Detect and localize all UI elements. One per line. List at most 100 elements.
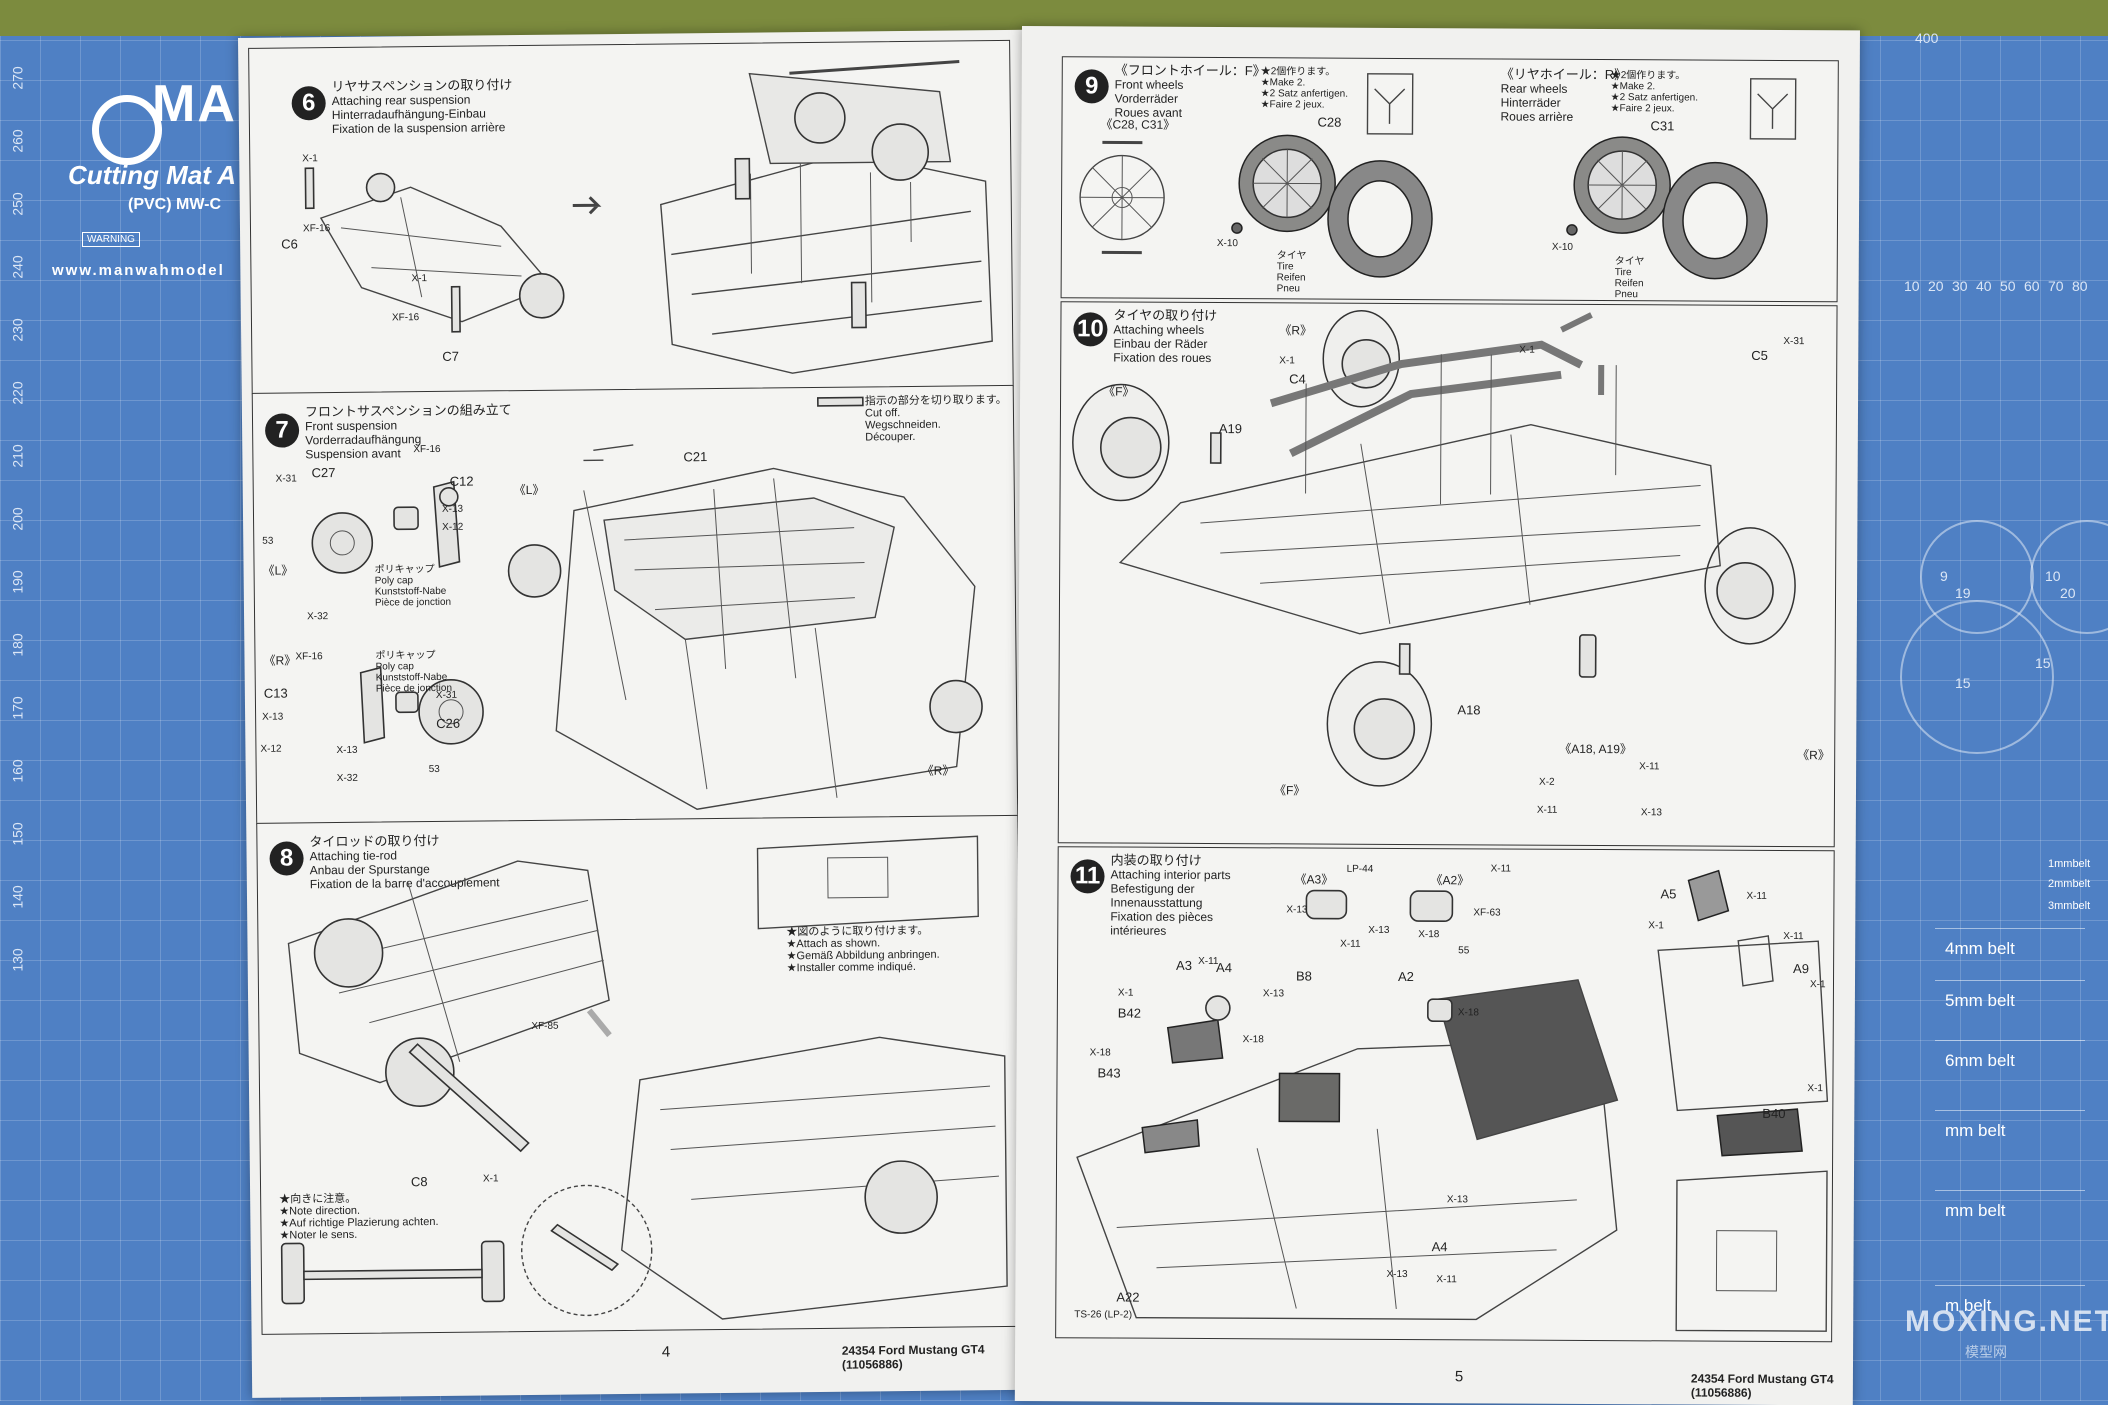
mat-guide-circle	[1900, 600, 2054, 754]
part-label: X-31	[435, 689, 458, 701]
polycap-label: ポリキャップ Poly cap Kunststoff-Nabe Pièce de…	[374, 563, 452, 609]
part-label: A4	[1216, 960, 1233, 976]
ruler-tick: 10	[1904, 278, 1920, 294]
part-label: X-1	[1807, 1083, 1824, 1095]
rear-suspension-diagram	[304, 59, 993, 374]
ruler-tick: 270	[9, 66, 26, 90]
ruler-tick: 140	[9, 885, 26, 909]
part-label: XF-16	[295, 651, 323, 663]
part-label: A5	[1660, 886, 1677, 902]
part-label: X-13	[1386, 1268, 1408, 1281]
part-label: X-11	[1783, 930, 1804, 943]
ruler-tick: 170	[9, 696, 26, 720]
manual-page-left: 6 リヤサスペンションの取り付け Attaching rear suspensi…	[238, 29, 1041, 1398]
part-label: XF-16	[413, 443, 441, 456]
part-label: X-11	[1490, 863, 1512, 875]
watermark: MOXING.NET	[1905, 1305, 2108, 1338]
step-7-panel: 7 フロントサスペンションの組み立て Front suspension Vord…	[251, 384, 1019, 825]
side-label: 《R》	[263, 653, 297, 668]
ruler-tick: 180	[9, 633, 26, 657]
ruler-tick: 70	[2048, 278, 2064, 294]
ruler-tick: 190	[9, 570, 26, 594]
front-suspension-diagram	[311, 396, 983, 810]
ruler-tick: 260	[9, 129, 26, 153]
part-label: A4	[1431, 1239, 1448, 1255]
part-label: 《C28, C31》	[1100, 117, 1176, 132]
step-11-panel: 11 内装の取り付け Attaching interior parts Befe…	[1055, 846, 1835, 1343]
part-label: C26	[436, 715, 461, 731]
part-label: C5	[1751, 347, 1768, 363]
part-label: X-11	[1436, 1274, 1457, 1286]
wheel-assembly-diagram	[1079, 73, 1797, 280]
part-label: X-13	[336, 744, 358, 757]
interior-parts-diagram	[1076, 869, 1829, 1332]
ruler-tick: 160	[9, 759, 26, 783]
part-label: X-13	[1446, 1194, 1469, 1206]
part-label: C28	[1317, 114, 1342, 130]
polycap-label: ポリキャップ Poly cap Kunststoff-Nabe Pièce de…	[375, 649, 453, 695]
side-label: 《R》	[921, 763, 955, 778]
side-label: 《F》	[1273, 783, 1306, 798]
part-label: X-32	[307, 611, 329, 623]
tie-rod-diagram	[280, 835, 1008, 1320]
part-label: 《A18, A19》	[1559, 741, 1632, 757]
part-label: X-1	[482, 1173, 499, 1185]
ruler-tick: 200	[9, 507, 26, 531]
mat-belt: m belt	[1935, 1285, 2085, 1323]
step-9-panel: 9 《フロントホイール：F》 Front wheels Vorderräder …	[1060, 56, 1839, 303]
part-label: X-10	[1551, 241, 1574, 253]
part-label: X-13	[1262, 988, 1285, 1000]
part-label: X-1	[1279, 355, 1295, 367]
ruler-tick: 50	[2000, 278, 2016, 294]
mat-belt: 6mm belt	[1935, 1040, 2085, 1078]
part-label: 53	[262, 535, 274, 547]
part-label: X-2	[1539, 776, 1555, 788]
ruler-tick: 220	[9, 381, 26, 405]
mat-subtitle: (PVC) MW-C	[128, 196, 221, 213]
part-label: X-31	[275, 473, 297, 485]
ruler-tick: 400	[1915, 30, 1939, 46]
mat-title: Cutting Mat A	[68, 160, 236, 190]
mat-mm-label: 2mmbelt	[2048, 878, 2091, 890]
part-label: A9	[1793, 961, 1810, 977]
part-label: LP-44	[1346, 863, 1374, 875]
mat-circle-num: 9	[1940, 568, 1948, 584]
ruler-tick: 60	[2024, 278, 2040, 294]
wheel-attachment-diagram	[1072, 310, 1796, 787]
part-label: 55	[1458, 945, 1470, 957]
part-label: X-11	[1536, 804, 1558, 816]
ruler-tick: 250	[9, 192, 26, 216]
mat-circle-num: 19	[1955, 585, 1971, 601]
step-8-panel: 8 タイロッドの取り付け Attaching tie-rod Anbau der…	[256, 814, 1024, 1335]
part-label: X-13	[1286, 904, 1308, 916]
part-label: C27	[311, 465, 336, 481]
side-label: 《F》	[1103, 384, 1135, 399]
mat-circle-num: 10	[2045, 568, 2061, 584]
watermark-sub: 模型网	[1965, 1344, 2007, 1360]
part-label: X-13	[262, 711, 284, 723]
part-label: C8	[410, 1174, 428, 1190]
part-label: X-18	[1418, 929, 1440, 941]
part-label: X-13	[1368, 924, 1390, 936]
mat-belt: mm belt	[1935, 1110, 2085, 1148]
mat-url: www.manwahmodel	[52, 262, 225, 279]
part-label: C31	[1650, 118, 1675, 134]
part-label: X-1	[1648, 920, 1664, 932]
ruler-tick: 130	[9, 948, 26, 972]
part-label: X-1	[411, 273, 428, 285]
part-label: XF-16	[302, 223, 331, 235]
part-label: X-11	[1639, 761, 1660, 773]
side-label: 《L》	[513, 482, 545, 498]
part-label: XF-16	[391, 312, 420, 324]
part-label: B43	[1097, 1065, 1121, 1081]
mat-belt: 4mm belt	[1935, 928, 2085, 966]
part-label: A22	[1116, 1289, 1140, 1305]
part-label: B8	[1295, 968, 1312, 984]
ruler-tick: 30	[1952, 278, 1968, 294]
part-label: C4	[1289, 371, 1306, 387]
ruler-tick: 240	[9, 255, 26, 279]
part-label: X-1	[302, 153, 318, 165]
ruler-tick: 210	[9, 444, 26, 468]
